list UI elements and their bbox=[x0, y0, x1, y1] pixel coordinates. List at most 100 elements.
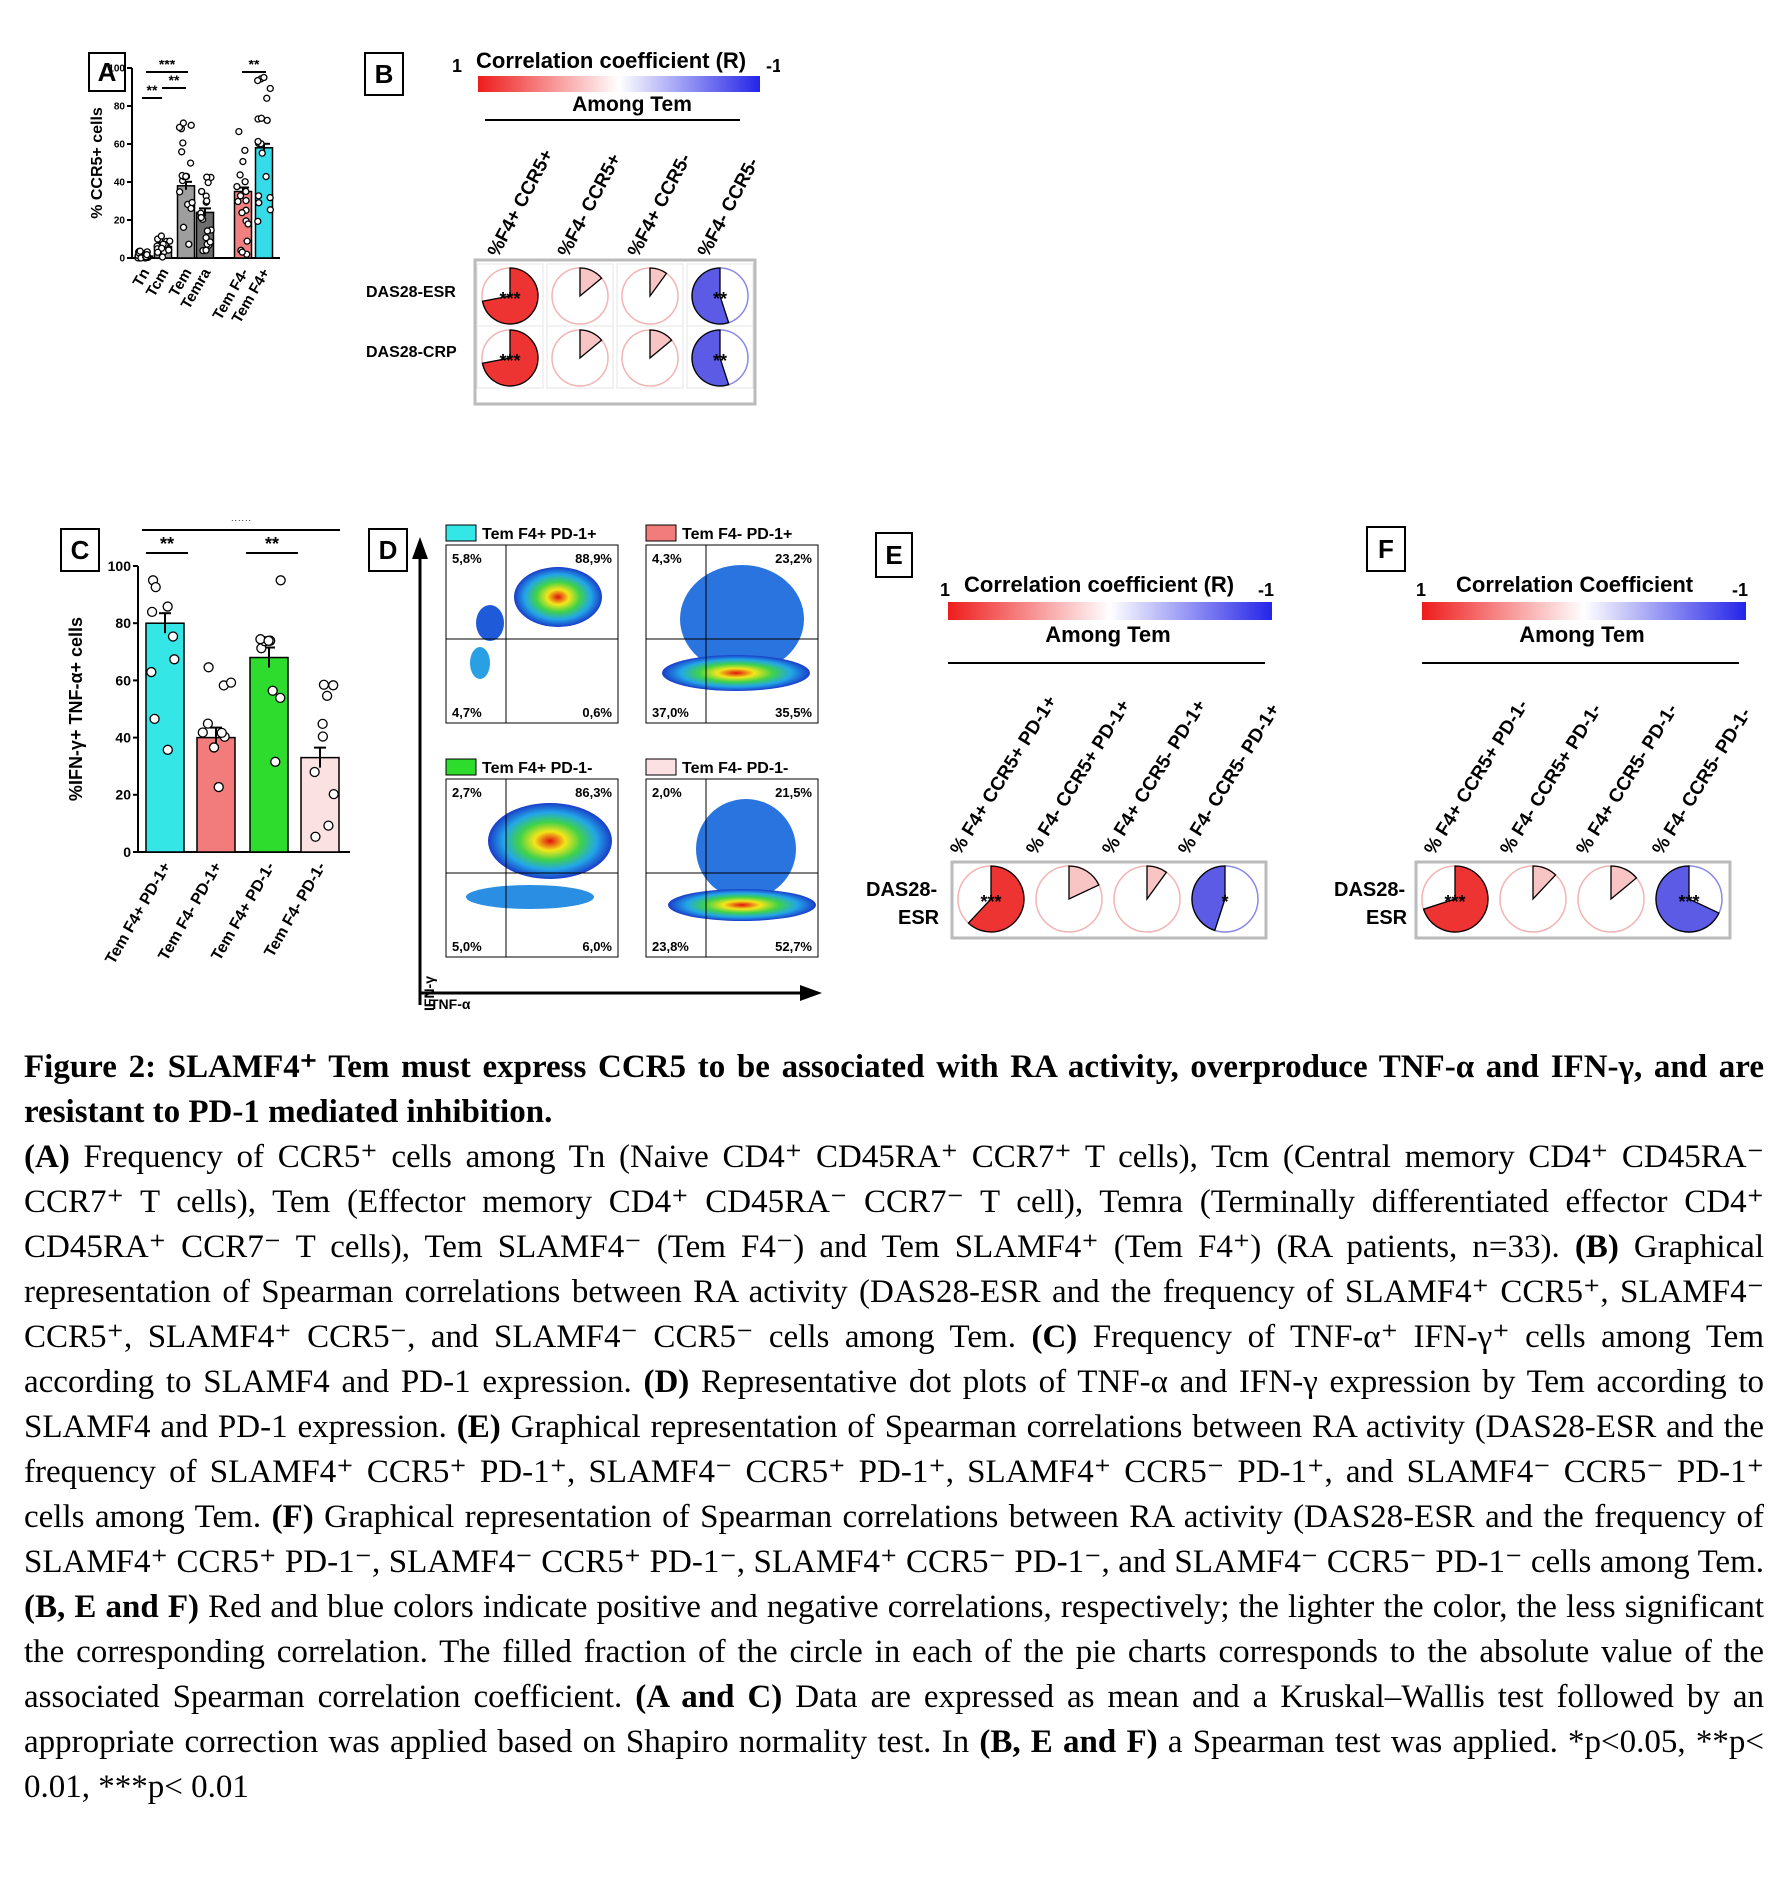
density-cloud bbox=[668, 889, 816, 921]
data-point bbox=[179, 119, 188, 127]
caption-panel-ref: (A and C) bbox=[635, 1679, 783, 1715]
data-point bbox=[266, 206, 275, 214]
column-label: %F4- CCR5+ bbox=[554, 150, 626, 260]
data-point bbox=[243, 237, 251, 245]
data-point bbox=[197, 213, 205, 222]
data-point bbox=[186, 159, 195, 167]
data-point bbox=[254, 76, 262, 85]
y-tick-label: 0 bbox=[119, 254, 125, 265]
scale-max-label: -1 bbox=[1258, 580, 1274, 600]
panel-a-label: A bbox=[88, 52, 126, 92]
quadrant-ur: 86,3% bbox=[575, 785, 612, 800]
quadrant-lr: 0,6% bbox=[582, 705, 612, 720]
y-tick-label: 60 bbox=[115, 672, 131, 688]
caption-text: Representative dot plots of TNF-α and IF… bbox=[24, 1364, 1764, 1445]
significance-stars: ** bbox=[169, 72, 180, 88]
pie-slice bbox=[481, 267, 539, 325]
significance-stars: *** bbox=[1444, 892, 1465, 912]
data-point bbox=[266, 84, 274, 93]
pie-cell bbox=[616, 325, 684, 389]
y-tick-label: 20 bbox=[115, 787, 131, 803]
data-point bbox=[318, 679, 330, 690]
pie-slice bbox=[1191, 865, 1226, 932]
significance-stars: ** bbox=[249, 60, 260, 72]
data-point bbox=[167, 631, 179, 642]
pie-slice bbox=[579, 329, 603, 360]
row-label: ESR bbox=[1366, 907, 1408, 929]
column-label: %F4+ CCR5+ bbox=[484, 146, 558, 260]
data-point bbox=[146, 606, 158, 618]
flow-plot: Tem F4+ PD-1- 2,7% 86,3% 5,0% 6,0% bbox=[445, 758, 619, 958]
pie-grid-frame bbox=[473, 258, 757, 406]
row-label: DAS28-CRP bbox=[366, 344, 457, 361]
density-cloud bbox=[680, 565, 804, 673]
data-point bbox=[204, 178, 212, 187]
y-tick-label: 60 bbox=[114, 140, 126, 151]
data-point bbox=[178, 148, 186, 156]
quadrant-ur: 23,2% bbox=[775, 551, 812, 566]
plot-frame bbox=[445, 778, 619, 958]
data-point bbox=[158, 253, 167, 261]
data-point bbox=[169, 654, 180, 665]
data-point bbox=[328, 680, 339, 691]
data-point bbox=[275, 692, 286, 704]
y-tick-label: 40 bbox=[115, 730, 131, 746]
caption-text: Frequency of CCR5⁺ cells among Tn (Naive… bbox=[24, 1139, 1764, 1265]
plot-title: Tem F4+ PD-1+ bbox=[482, 526, 596, 543]
significance-stars: ** bbox=[147, 82, 158, 98]
density-cloud bbox=[470, 647, 490, 679]
pie-slice bbox=[649, 329, 673, 360]
quadrant-lr: 52,7% bbox=[775, 939, 812, 954]
data-point bbox=[187, 121, 195, 129]
pie-slice bbox=[1068, 865, 1100, 901]
scale-title: Correlation coefficient (R) bbox=[476, 48, 746, 73]
bar bbox=[249, 656, 289, 853]
plot-frame bbox=[645, 778, 819, 958]
pie-cell bbox=[686, 325, 754, 389]
quadrant-ll: 4,7% bbox=[452, 705, 482, 720]
data-point bbox=[202, 246, 210, 254]
data-point bbox=[255, 199, 263, 207]
figure-caption: Figure 2: SLAMF4⁺ Tem must express CCR5 … bbox=[24, 1045, 1764, 1810]
data-point bbox=[235, 127, 243, 136]
data-point bbox=[179, 223, 188, 231]
data-point bbox=[146, 666, 157, 678]
density-cloud bbox=[476, 605, 504, 641]
significance-stars: ** bbox=[265, 534, 279, 554]
data-point bbox=[242, 187, 250, 196]
panel-e-heatmap: 1 Correlation coefficient (R) -1 Among T… bbox=[866, 572, 1284, 940]
quadrant-ll: 5,0% bbox=[452, 939, 482, 954]
pie-cell bbox=[476, 325, 544, 389]
density-cloud bbox=[696, 799, 796, 899]
data-point bbox=[182, 172, 190, 181]
row-label: DAS28-ESR bbox=[366, 284, 456, 301]
data-point bbox=[165, 246, 173, 254]
data-point bbox=[267, 685, 278, 696]
caption-text: Red and blue colors indicate positive an… bbox=[24, 1589, 1764, 1715]
data-point bbox=[154, 248, 162, 256]
pie-grid-frame bbox=[1414, 860, 1732, 940]
data-point bbox=[260, 73, 268, 82]
data-point bbox=[270, 756, 281, 767]
data-point bbox=[213, 781, 224, 793]
data-point bbox=[203, 227, 212, 235]
data-point bbox=[239, 157, 247, 166]
data-point bbox=[241, 178, 249, 186]
data-point bbox=[238, 209, 246, 217]
plot-frame bbox=[445, 544, 619, 724]
x-axis-label: TNF-α bbox=[430, 996, 471, 1012]
caption-panel-ref: (B) bbox=[1574, 1229, 1619, 1265]
data-point bbox=[185, 240, 193, 248]
pie-slice bbox=[481, 329, 539, 387]
y-tick-label: 100 bbox=[108, 558, 132, 574]
data-point bbox=[263, 635, 274, 646]
significance-stars: *** bbox=[499, 351, 520, 371]
data-point bbox=[254, 192, 263, 200]
data-point bbox=[317, 731, 329, 742]
pie-slice bbox=[691, 267, 730, 325]
legend-swatch bbox=[645, 524, 677, 542]
data-point bbox=[238, 248, 246, 256]
plot-title: Tem F4- PD-1+ bbox=[682, 526, 792, 543]
data-point bbox=[150, 581, 161, 593]
